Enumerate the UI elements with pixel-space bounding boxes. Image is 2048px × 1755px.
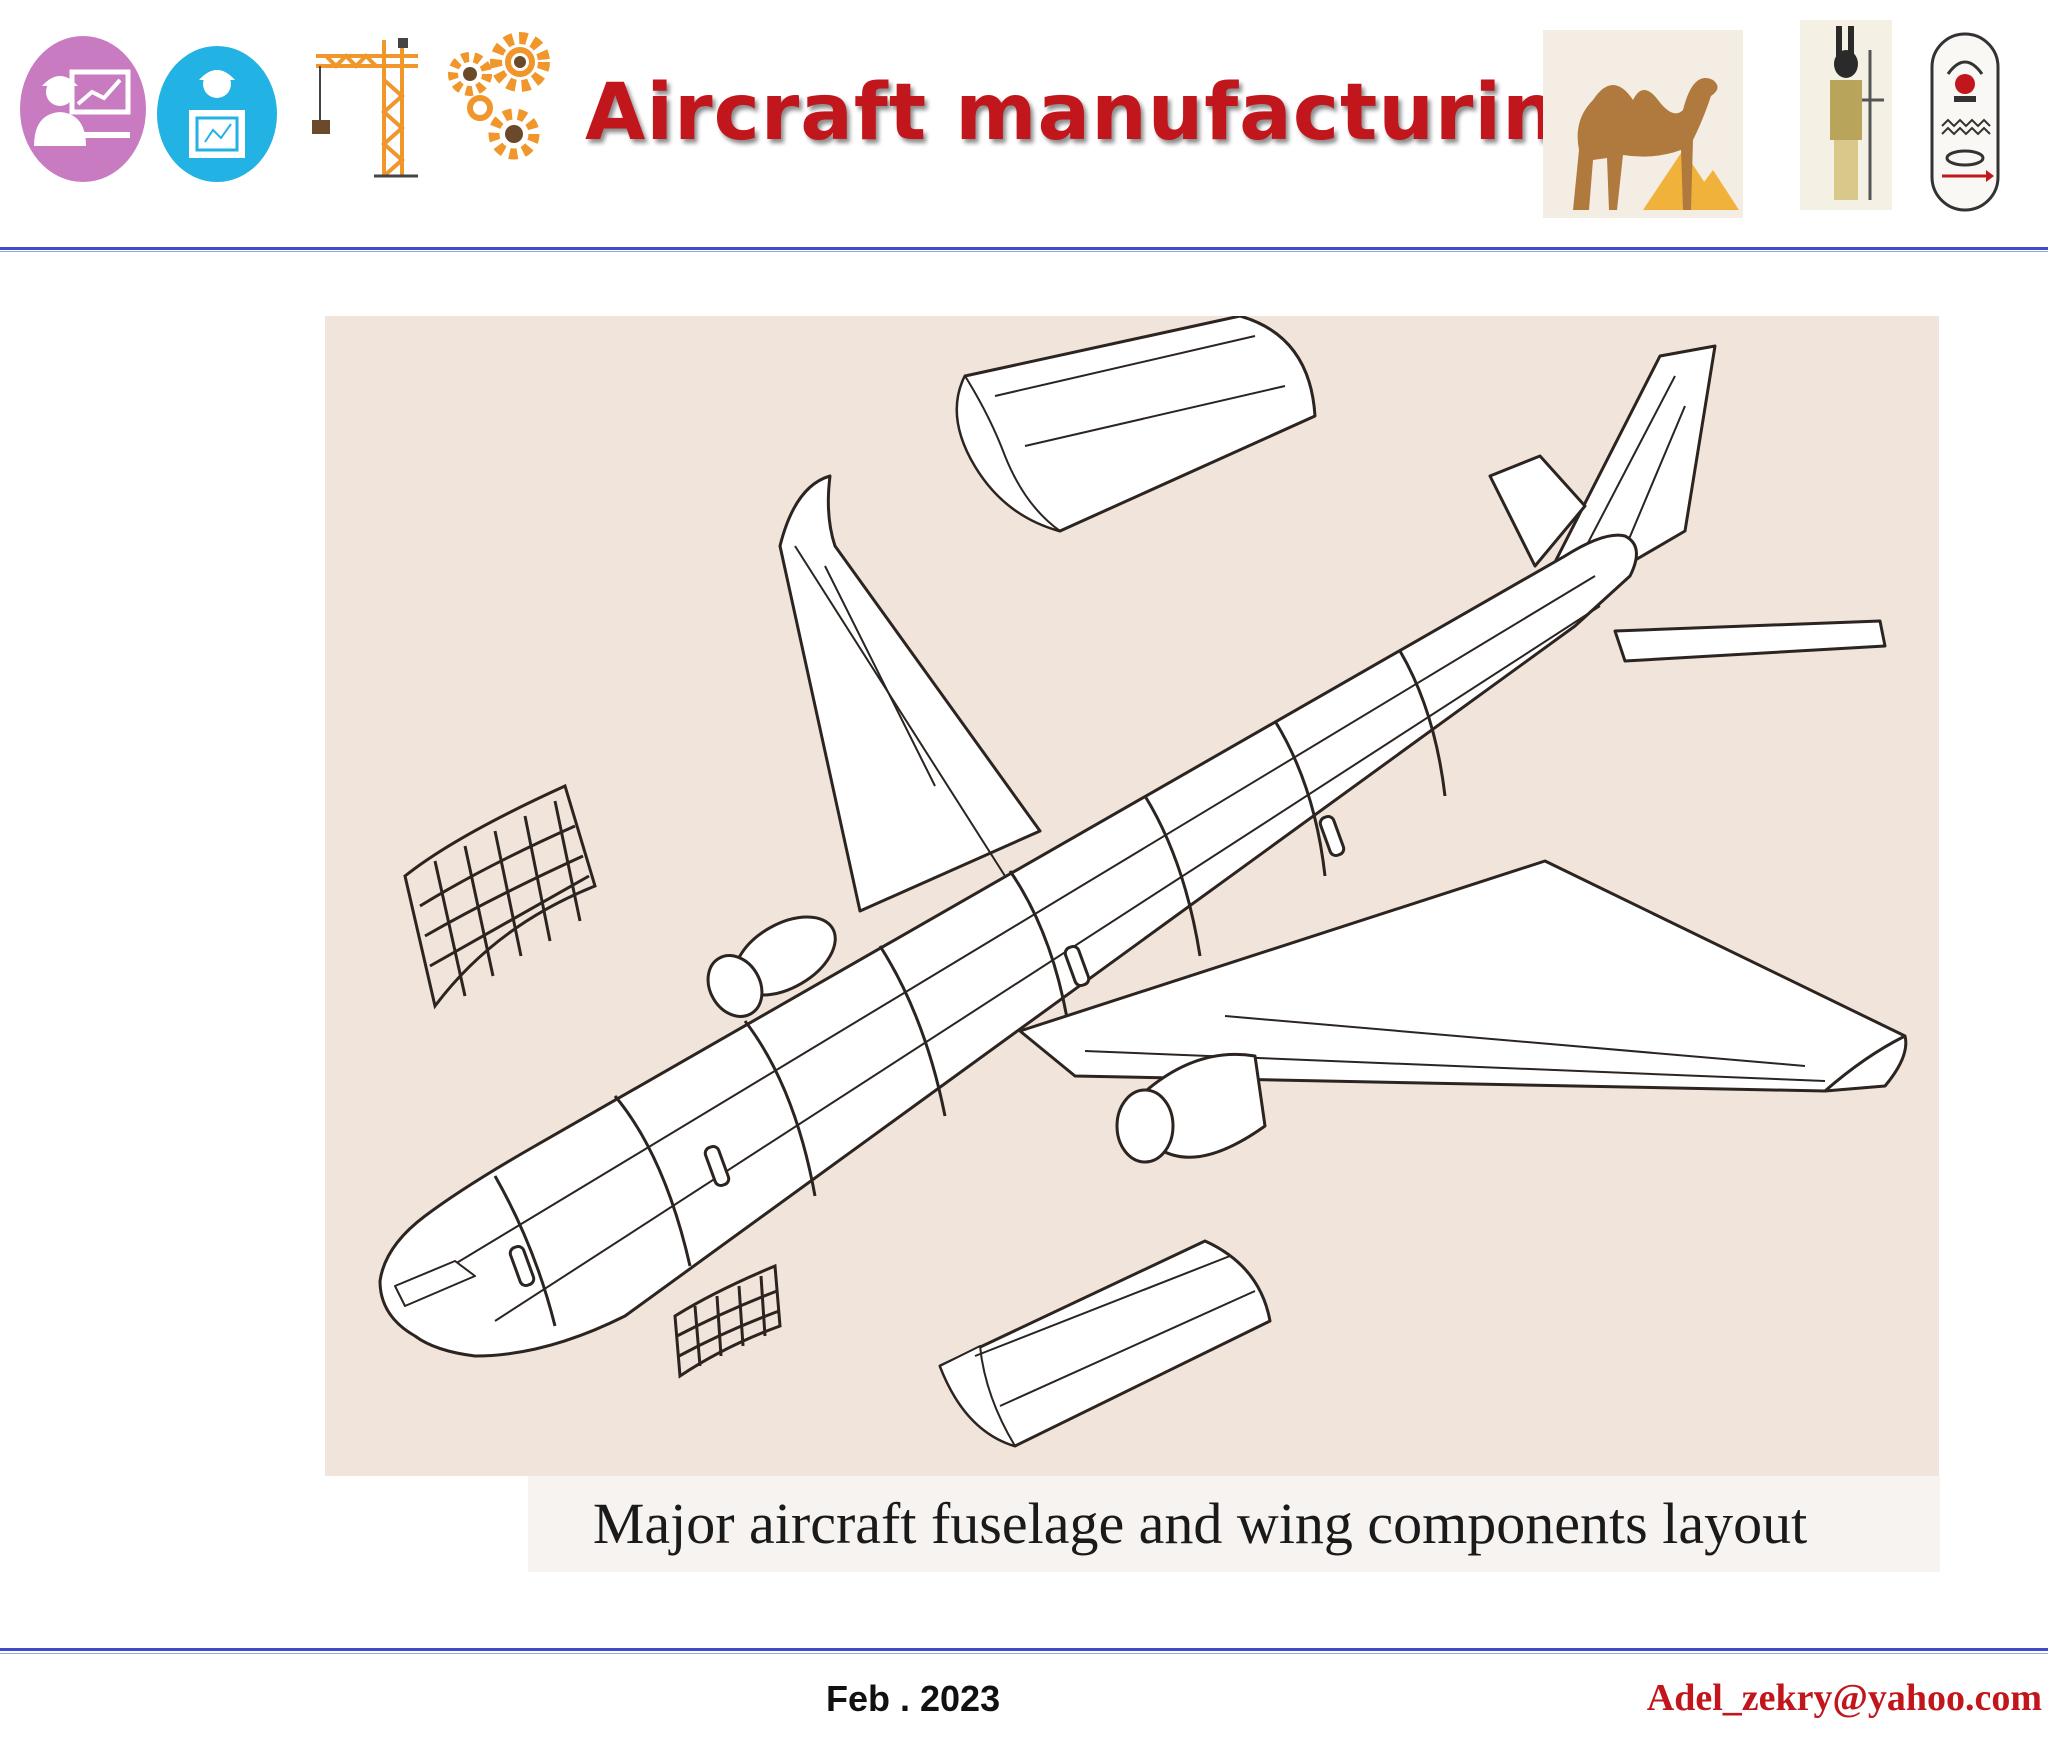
footer-date: Feb . 2023: [826, 1678, 1001, 1719]
cartouche-icon: [1930, 32, 2000, 212]
engineer-blueprint-icon: [157, 46, 277, 182]
header-divider: [0, 247, 2048, 250]
anubis-figure-icon: [1800, 20, 1892, 210]
engineer-presentation-icon: [20, 36, 146, 182]
tower-crane-icon: [312, 38, 418, 178]
aircraft-components-illustration: [325, 314, 1939, 1476]
slide-header: Aircraft manufacturing: [0, 0, 2048, 250]
caption-background: [528, 1476, 1940, 1572]
figure-caption: Major aircraft fuselage and wing compone…: [592, 1491, 1808, 1556]
footer-email: Adel_zekry@yahoo.com: [1646, 1677, 2042, 1719]
gears-icon: [448, 32, 550, 160]
header-divider-thin: [0, 251, 2048, 252]
footer-divider-thin: [0, 1653, 2048, 1654]
camel-pyramids-icon: [1543, 30, 1743, 218]
footer-divider: [0, 1648, 2048, 1651]
page-title: Aircraft manufacturing: [585, 68, 1616, 158]
